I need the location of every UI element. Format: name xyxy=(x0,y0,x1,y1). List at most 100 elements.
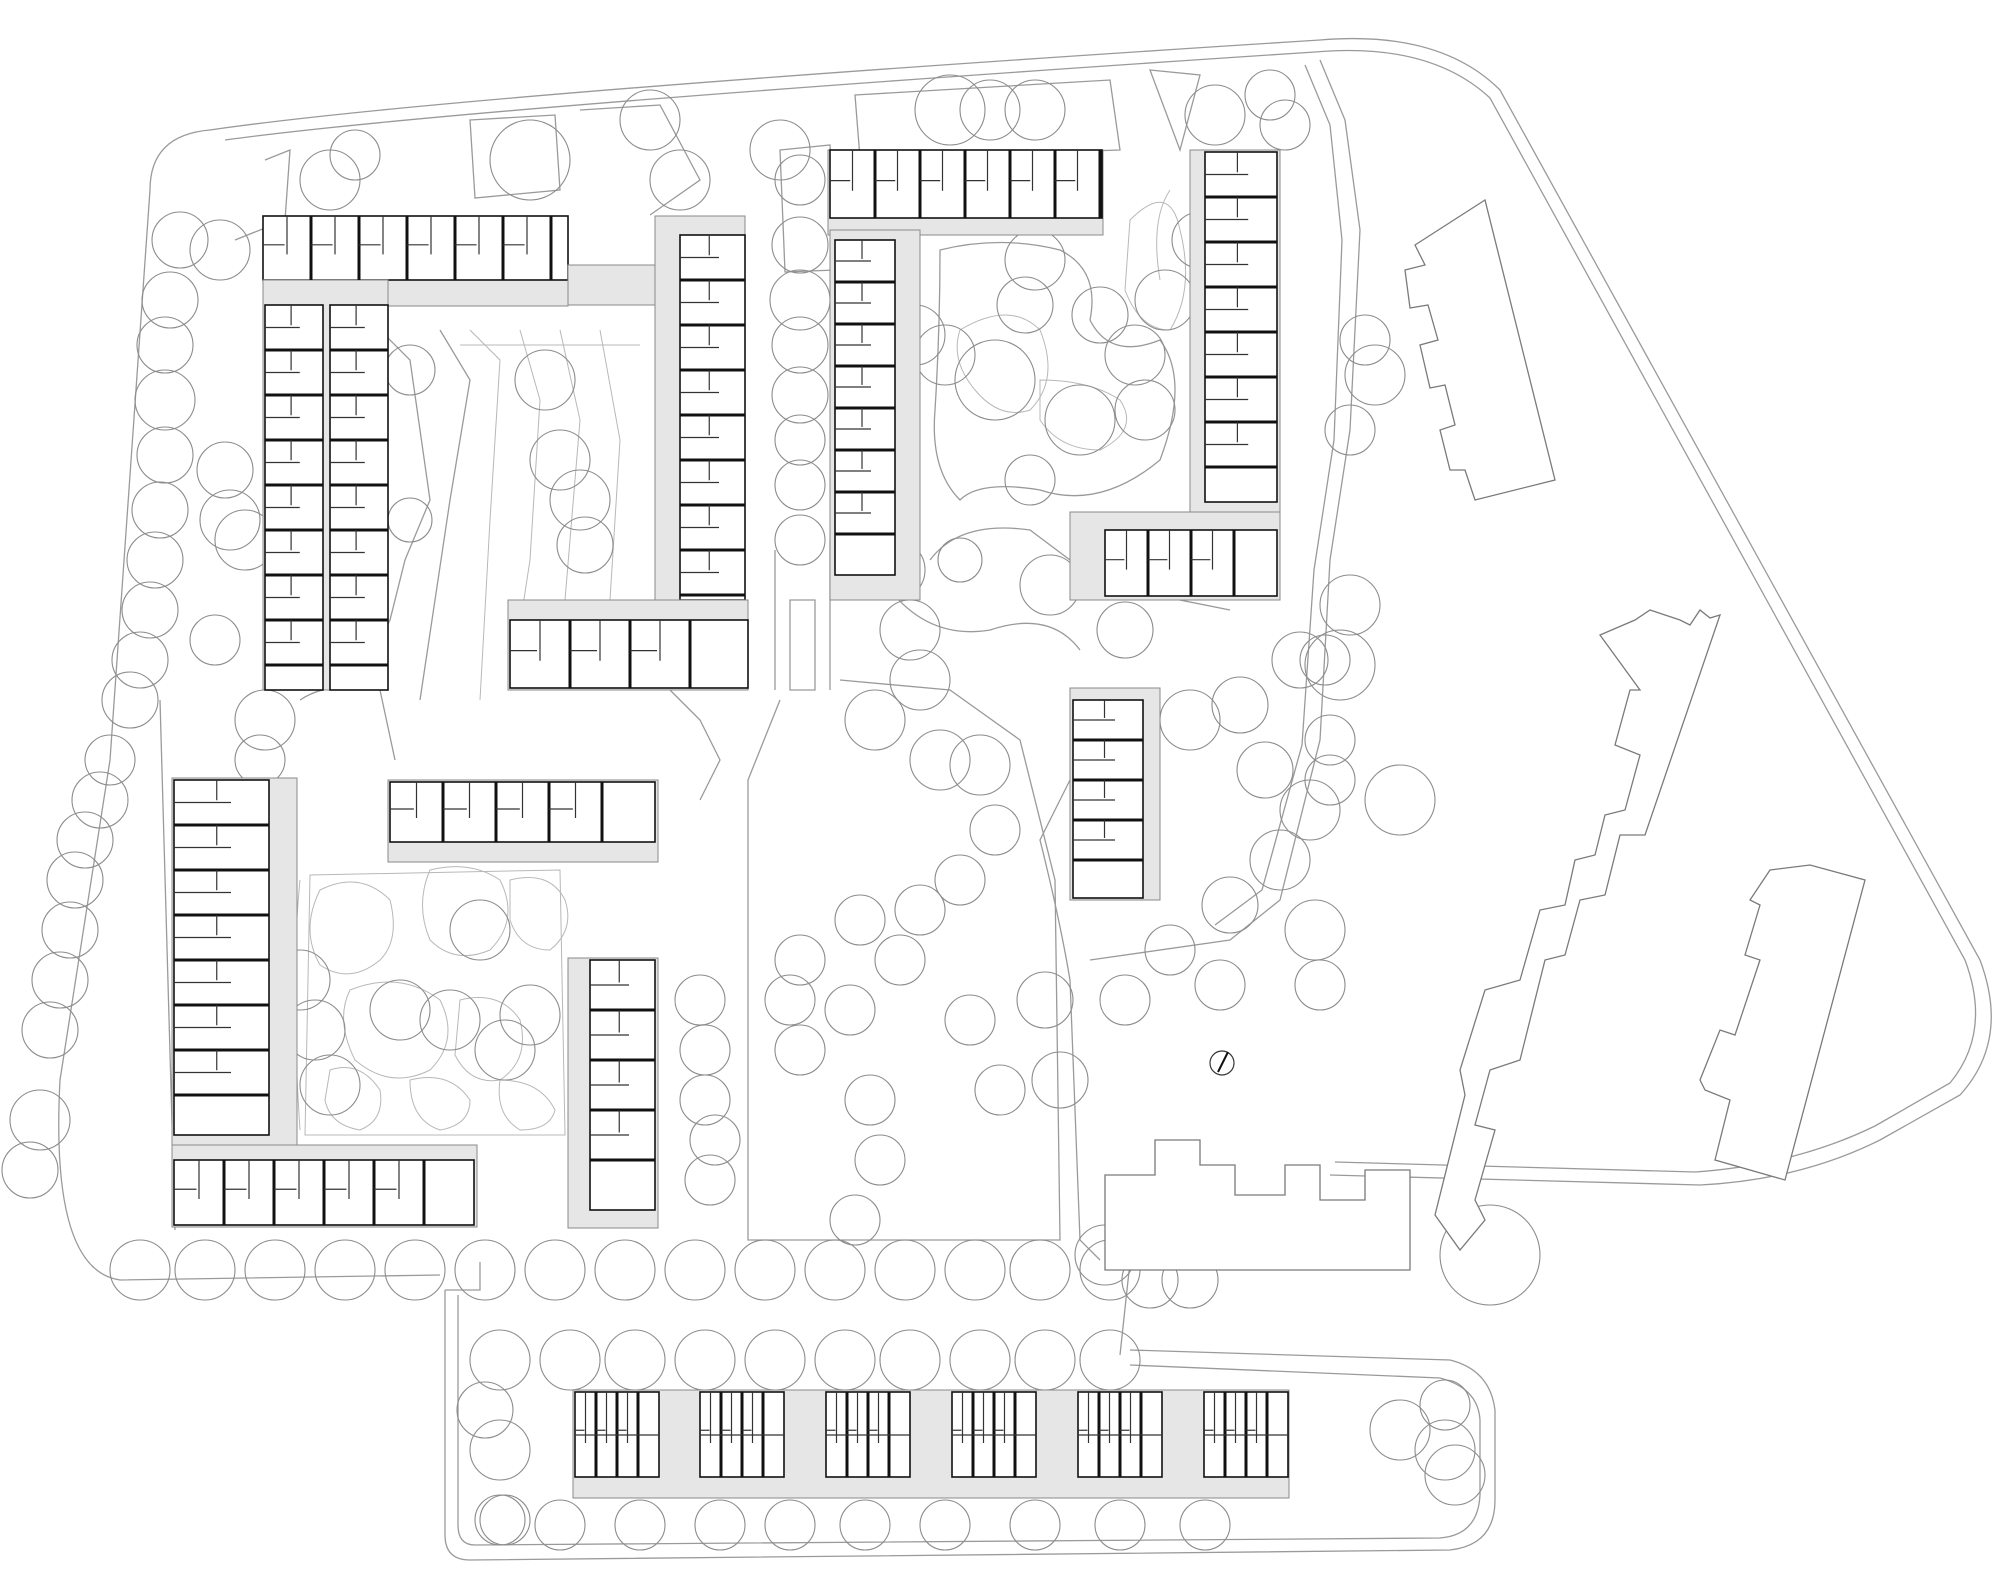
tree xyxy=(71,771,129,829)
tree xyxy=(136,426,194,484)
tree xyxy=(126,531,184,589)
tree xyxy=(1009,1239,1071,1301)
tree xyxy=(329,129,381,181)
tree xyxy=(844,689,906,751)
tree xyxy=(524,1239,586,1301)
tree xyxy=(844,1074,896,1126)
tree xyxy=(949,734,1011,796)
tree xyxy=(1079,1329,1141,1391)
tree xyxy=(829,1194,881,1246)
tree xyxy=(469,1329,531,1391)
tree xyxy=(774,459,826,511)
tree xyxy=(614,1499,666,1551)
tree xyxy=(1304,714,1356,766)
tree xyxy=(594,1239,656,1301)
tree xyxy=(474,1019,536,1081)
tree xyxy=(996,276,1054,334)
tree xyxy=(944,1239,1006,1301)
tree xyxy=(771,366,829,424)
tree xyxy=(1236,741,1294,799)
tree xyxy=(121,581,179,639)
tree xyxy=(174,1239,236,1301)
tree xyxy=(874,1239,936,1301)
tree xyxy=(549,469,611,531)
tree xyxy=(1004,229,1066,291)
tree xyxy=(1,1141,59,1199)
tree xyxy=(1004,79,1066,141)
tree xyxy=(1344,344,1406,406)
tree xyxy=(619,89,681,151)
tree xyxy=(771,316,829,374)
building-c xyxy=(1069,687,1161,901)
tree xyxy=(774,154,826,206)
tree xyxy=(674,1329,736,1391)
tree xyxy=(874,934,926,986)
tree xyxy=(1159,689,1221,751)
tree xyxy=(1114,379,1176,441)
tree xyxy=(824,984,876,1036)
tree xyxy=(1419,1379,1471,1431)
tree xyxy=(1304,629,1376,701)
tree xyxy=(1071,286,1129,344)
tree xyxy=(199,489,261,551)
tree xyxy=(959,79,1021,141)
tree xyxy=(909,729,971,791)
tree xyxy=(764,974,816,1026)
tree xyxy=(914,74,986,146)
tree xyxy=(879,599,941,661)
tree xyxy=(944,994,996,1046)
building-b xyxy=(827,149,1281,601)
tree xyxy=(46,851,104,909)
tree xyxy=(1211,676,1269,734)
tree xyxy=(774,414,826,466)
tree xyxy=(749,119,811,181)
tree xyxy=(1414,1419,1476,1481)
tree xyxy=(834,894,886,946)
tree xyxy=(1249,829,1311,891)
tree xyxy=(1009,1499,1061,1551)
tree xyxy=(134,369,196,431)
tree xyxy=(1244,69,1296,121)
tree xyxy=(1044,384,1116,456)
tree xyxy=(1094,1499,1146,1551)
tree xyxy=(839,1499,891,1551)
tree xyxy=(804,1239,866,1301)
building-d xyxy=(171,777,659,1229)
tree xyxy=(1099,974,1151,1026)
tree xyxy=(1369,1399,1431,1461)
existing-buildings xyxy=(1104,198,1866,1271)
tree xyxy=(21,1001,79,1059)
tree xyxy=(774,1024,826,1076)
tree xyxy=(196,441,254,499)
tree xyxy=(1294,959,1346,1011)
tree xyxy=(1014,1329,1076,1391)
tree xyxy=(744,1329,806,1391)
tree xyxy=(111,631,169,689)
tree xyxy=(771,216,829,274)
tree xyxy=(419,989,481,1051)
tree xyxy=(937,537,983,583)
tree xyxy=(31,951,89,1009)
tree xyxy=(474,1494,526,1546)
tree xyxy=(299,1054,361,1116)
tree xyxy=(384,344,436,396)
tree xyxy=(774,514,826,566)
tree xyxy=(151,211,209,269)
tree xyxy=(1284,899,1346,961)
tree xyxy=(1279,779,1341,841)
tree xyxy=(514,349,576,411)
tree xyxy=(84,734,136,786)
tree xyxy=(694,1499,746,1551)
tree xyxy=(689,1114,741,1166)
tree xyxy=(1364,764,1436,836)
room-partitions xyxy=(174,150,1288,1477)
tree xyxy=(479,1494,531,1546)
tree xyxy=(454,1239,516,1301)
tree xyxy=(189,219,251,281)
tree xyxy=(534,1499,586,1551)
tree xyxy=(1299,634,1351,686)
tree xyxy=(1096,601,1154,659)
courtyard-northeast xyxy=(933,189,1187,501)
tree xyxy=(56,811,114,869)
tree xyxy=(9,1089,71,1151)
